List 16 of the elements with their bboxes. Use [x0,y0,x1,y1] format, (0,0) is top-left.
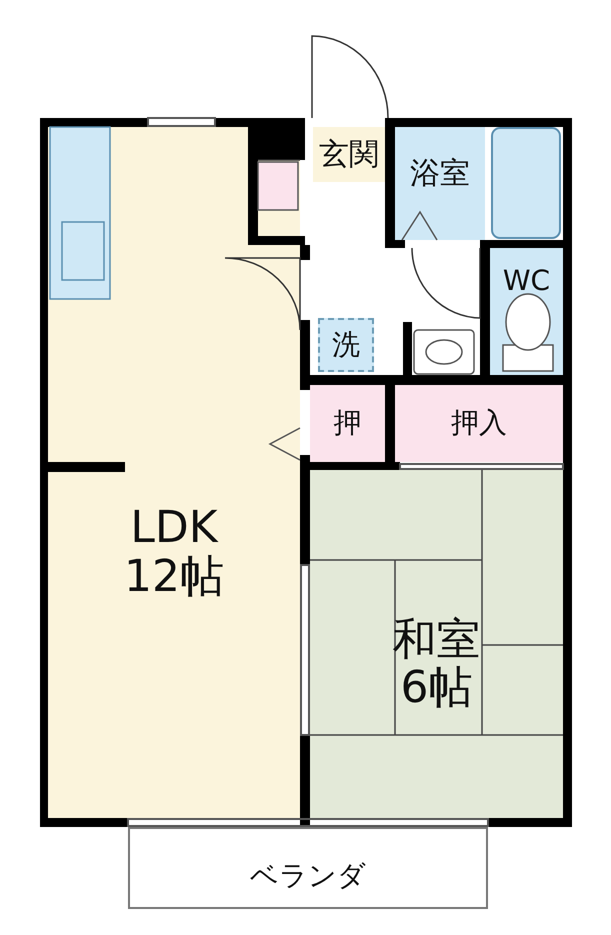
room-label: WC [502,266,550,297]
balcony-area [128,827,488,909]
closet-area [310,385,385,462]
living-room-area [48,127,300,818]
room-label: 浴室 [410,157,470,190]
room-label: ベランダ [250,860,366,892]
room-label: LDK 12帖 [123,504,225,601]
washer-space [318,318,374,372]
room-label: 洗 [332,330,360,360]
closet-area [395,385,563,462]
tatami-room-area [310,470,563,818]
room-label: 押 [334,408,362,439]
room-label: 玄関 [319,138,379,171]
entrance-area [313,127,385,182]
bathroom-area [395,127,485,240]
room-label: 押入 [451,408,507,439]
